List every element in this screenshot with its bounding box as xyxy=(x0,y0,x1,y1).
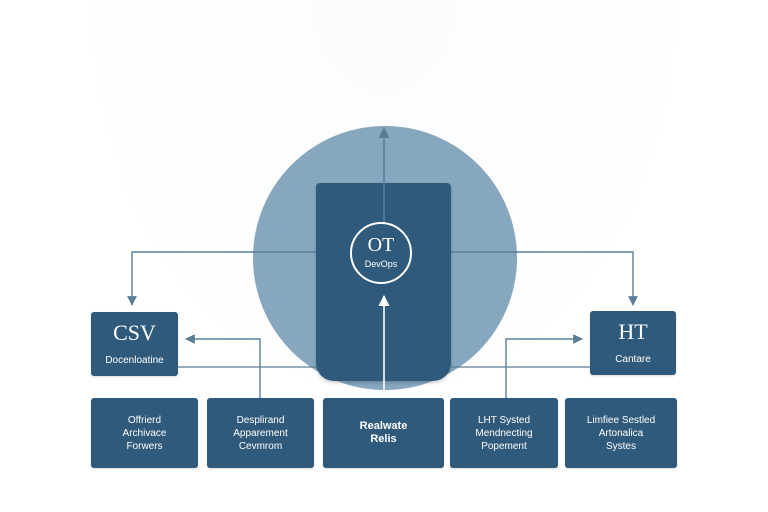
bottom-node-2-line-3: Cevmrom xyxy=(238,440,283,452)
bottom-node-4: LHT Systed Mendnecting Popement xyxy=(450,398,558,468)
bottom-node-1-line-2: Archivace xyxy=(122,427,167,439)
bottom-node-3-line-2: Relis xyxy=(370,433,397,445)
node-csv-subtitle: Docenloatine xyxy=(105,355,164,366)
bottom-node-5-line-3: Systes xyxy=(605,440,636,452)
bottom-node-2-line-2: Apparement xyxy=(233,427,288,439)
center-subtitle: DevOps xyxy=(364,259,398,269)
node-csv-title: CSV xyxy=(113,320,156,345)
bottom-node-5-line-2: Artonalica xyxy=(598,427,644,439)
bottom-node-5: Limfiee Sestled Artonalica Systes xyxy=(565,398,677,468)
bottom-node-3-line-1: Realwate xyxy=(359,420,408,432)
bottom-node-1-line-3: Forwers xyxy=(126,440,163,452)
node-ht: HT Cantare xyxy=(590,311,676,375)
connector-center-to-csv xyxy=(127,251,316,306)
connector-bottom-to-csv xyxy=(185,334,261,398)
bottom-node-1: Offrierd Archivace Forwers xyxy=(91,398,198,468)
ot-devops-ring: OT DevOps xyxy=(350,222,412,284)
bottom-node-4-line-1: LHT Systed xyxy=(477,414,531,426)
center-title: OT xyxy=(367,234,395,256)
node-csv: CSV Docenloatine xyxy=(91,312,178,376)
bottom-node-2-line-1: Desplirand xyxy=(236,414,285,426)
node-ht-subtitle: Cantare xyxy=(615,354,651,365)
node-ht-title: HT xyxy=(618,319,648,344)
bottom-node-5-line-1: Limfiee Sestled xyxy=(586,414,656,426)
bottom-node-2: Desplirand Apparement Cevmrom xyxy=(207,398,314,468)
connector-center-to-ht xyxy=(451,251,638,306)
bottom-node-4-line-2: Mendnecting xyxy=(475,427,533,439)
connector-bottom-to-ht xyxy=(505,334,583,398)
bottom-node-4-line-3: Popement xyxy=(481,440,527,452)
bottom-node-3: Realwate Relis xyxy=(323,398,444,468)
bottom-node-1-line-1: Offrierd xyxy=(127,414,162,426)
